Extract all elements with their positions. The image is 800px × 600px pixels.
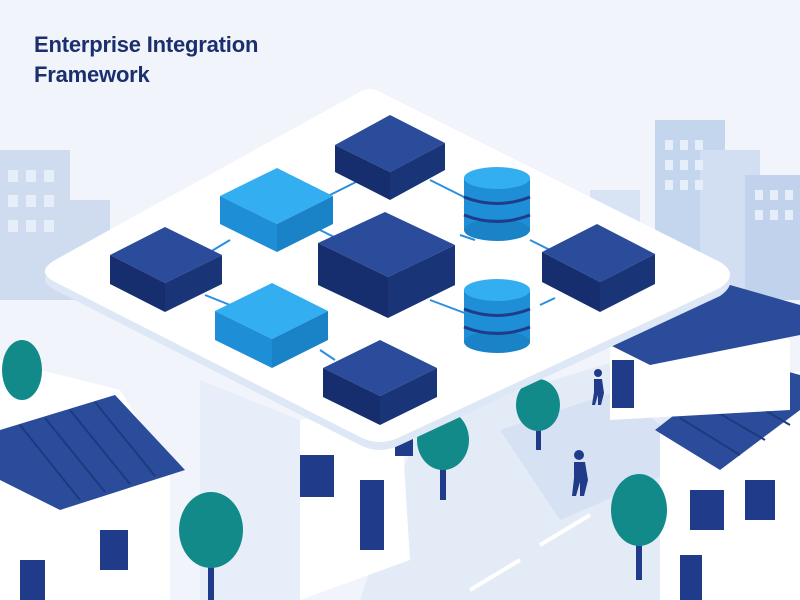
database-icon xyxy=(463,279,531,353)
house-back-right xyxy=(600,285,800,420)
title-line-2: Framework xyxy=(34,62,150,87)
page-title: Enterprise Integration Framework xyxy=(34,30,258,90)
database-icon xyxy=(463,167,531,241)
server-block-icon xyxy=(215,283,328,368)
pedestrians xyxy=(572,369,604,496)
server-block-icon xyxy=(542,224,655,312)
server-block-icon xyxy=(323,340,437,425)
databases xyxy=(463,167,531,353)
trees xyxy=(2,340,667,600)
server-blocks xyxy=(110,115,655,425)
house-left xyxy=(0,360,185,600)
server-block-icon xyxy=(335,115,445,200)
server-block-icon xyxy=(318,212,455,318)
title-line-1: Enterprise Integration xyxy=(34,32,259,57)
server-block-icon xyxy=(220,168,333,252)
server-block-icon xyxy=(110,227,222,312)
building-windows xyxy=(8,140,793,232)
